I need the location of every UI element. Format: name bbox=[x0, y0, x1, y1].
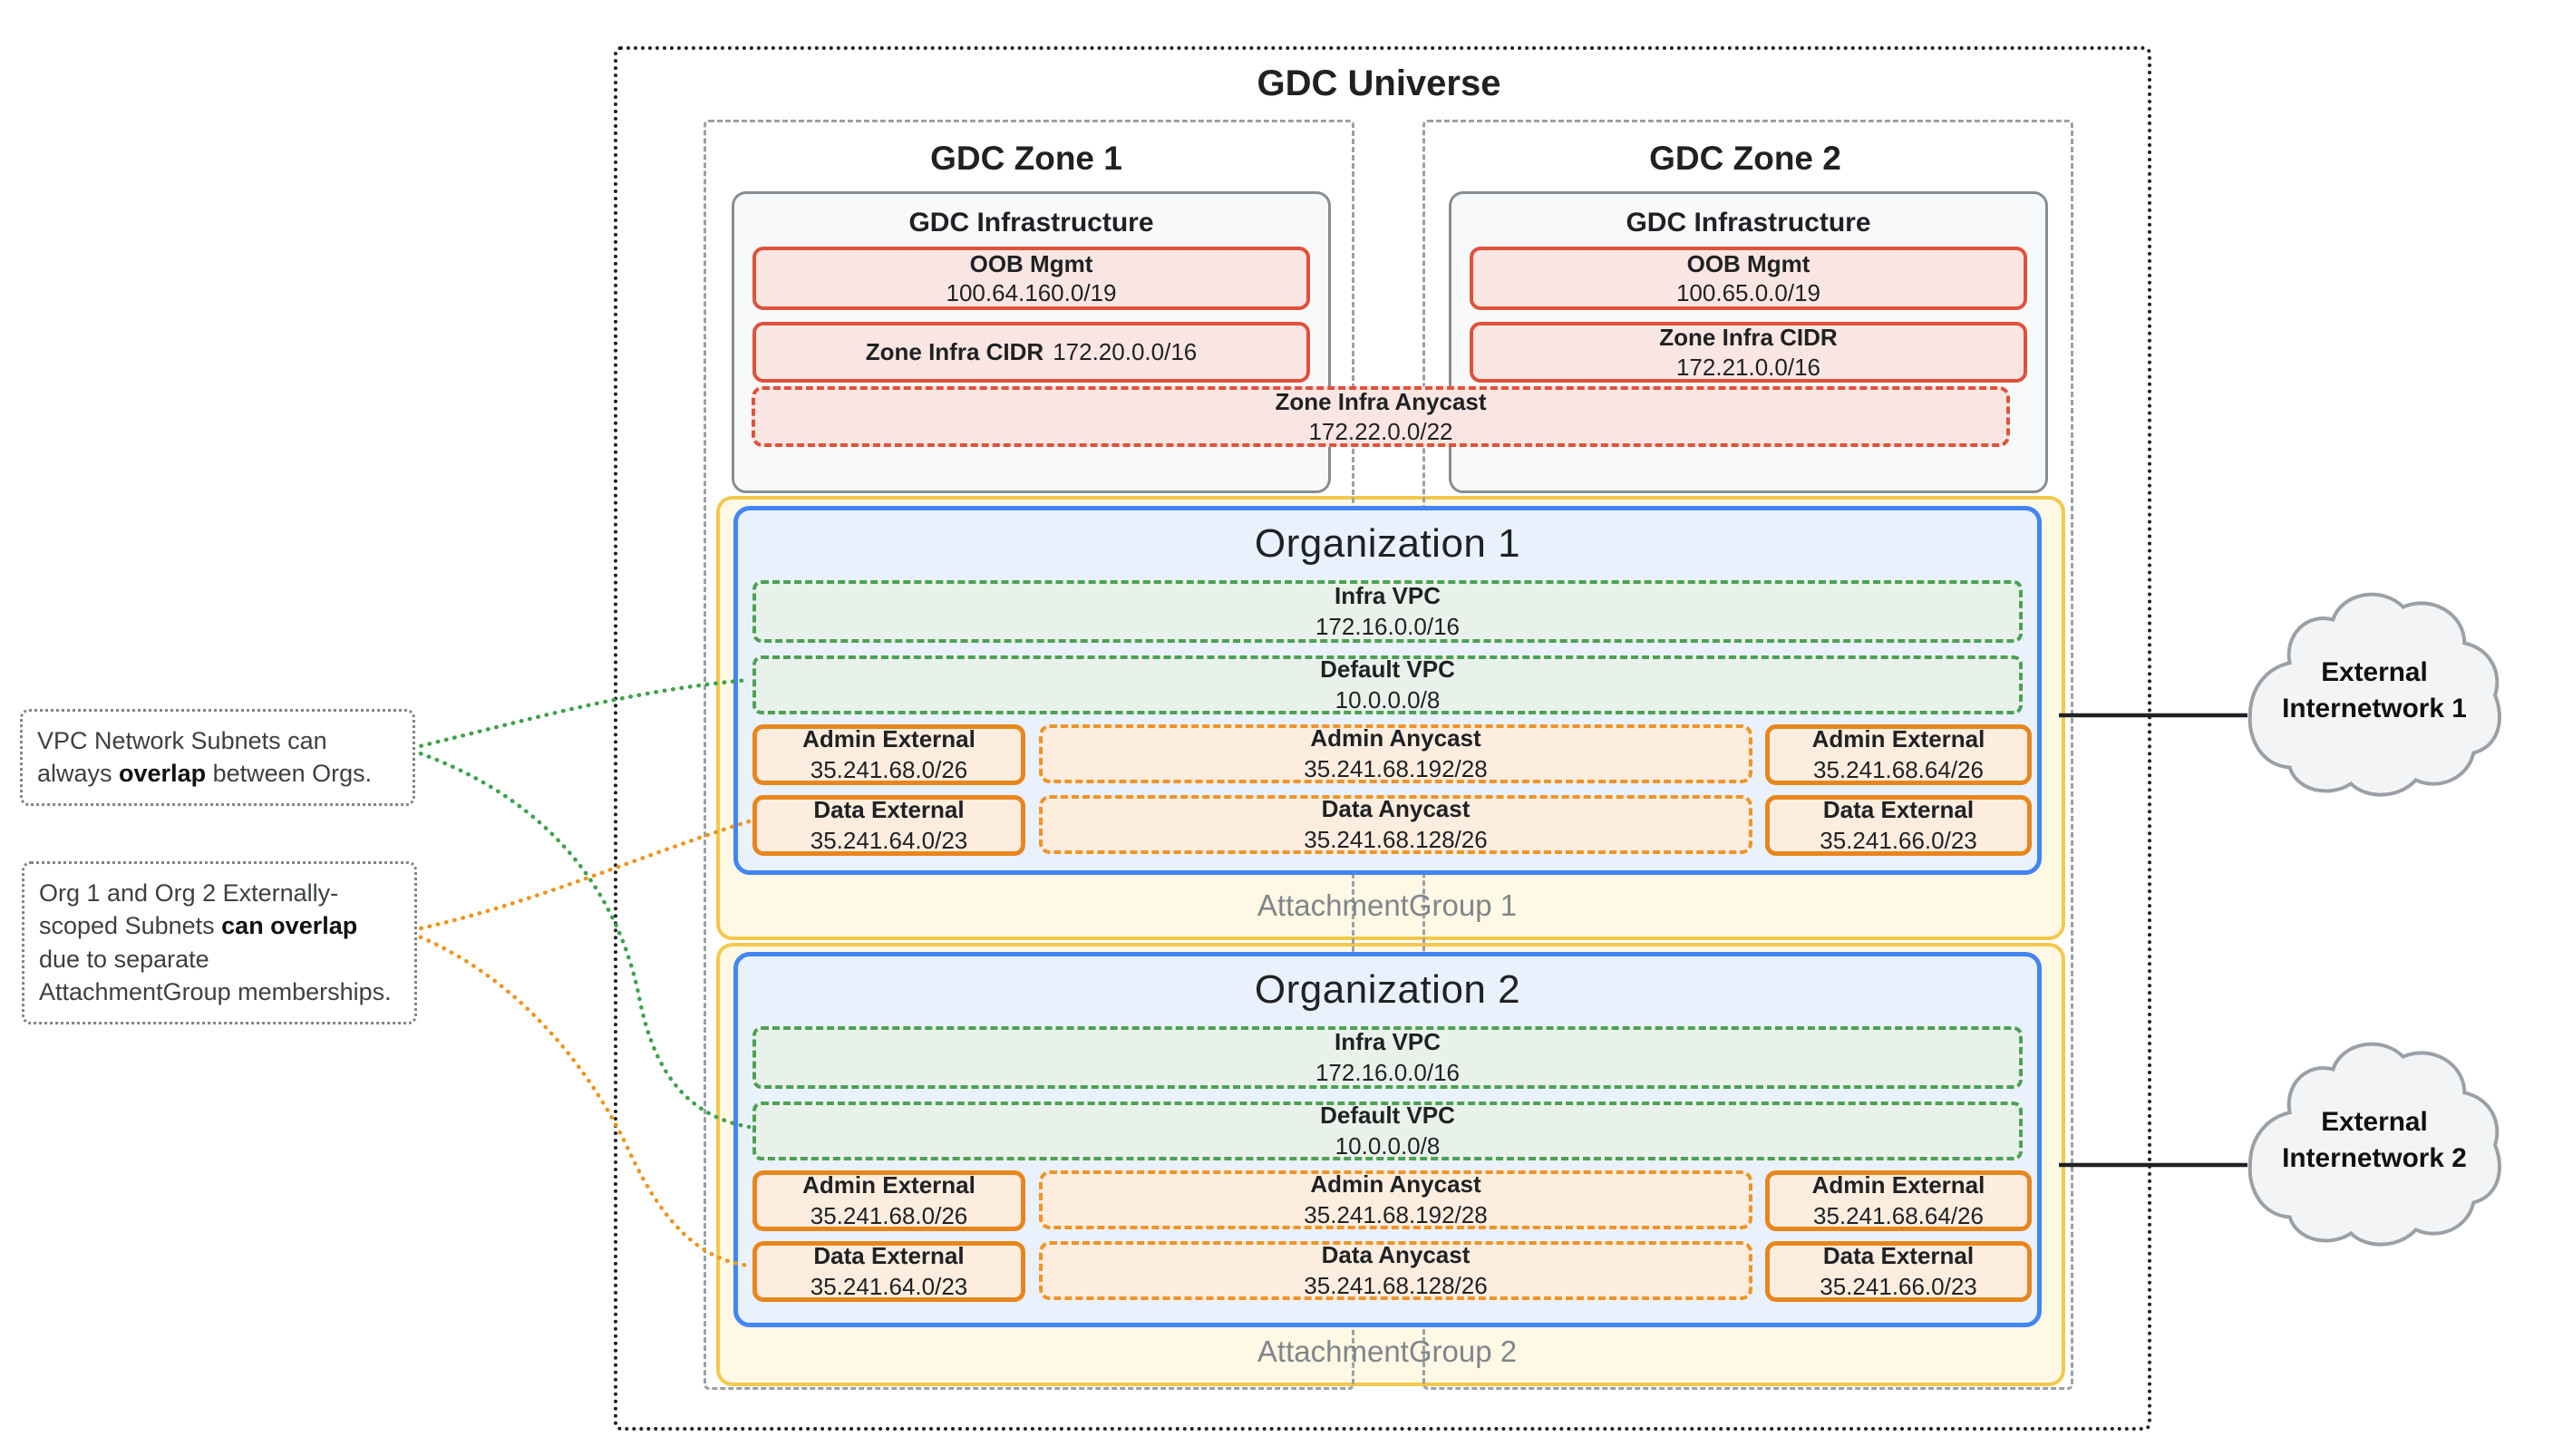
anycast-cidr: 172.22.0.0/22 bbox=[1308, 417, 1453, 445]
cloud-shape bbox=[2247, 1042, 2501, 1247]
subnet-label: Data External bbox=[813, 795, 965, 823]
subnet-cidr: 35.241.68.128/26 bbox=[1304, 1271, 1488, 1299]
subnet-cidr: 35.241.64.0/23 bbox=[810, 1272, 968, 1300]
note-text: due to separate AttachmentGroup membersh… bbox=[39, 945, 392, 1006]
attachment-group-1-label: AttachmentGroup 1 bbox=[1257, 888, 1518, 922]
zone-infra-cidr-zone1: Zone Infra CIDR 172.20.0.0/16 bbox=[752, 322, 1310, 383]
note-text: between Orgs. bbox=[206, 760, 373, 788]
vpc-cidr: 10.0.0.0/8 bbox=[1335, 685, 1441, 713]
anycast-label: Zone Infra Anycast bbox=[1275, 388, 1487, 415]
subnet-label: Admin Anycast bbox=[1310, 1170, 1481, 1198]
infrastructure-title: GDC Infrastructure bbox=[1626, 208, 1871, 238]
zone-infra-cidr-zone2: Zone Infra CIDR 172.21.0.0/16 bbox=[1470, 322, 2027, 383]
gdc-zone-1-title: GDC Zone 1 bbox=[930, 140, 1122, 177]
subnet-cidr: 35.241.68.192/28 bbox=[1304, 754, 1488, 782]
gdc-zone-2-title: GDC Zone 2 bbox=[1649, 140, 1841, 177]
subnet-cidr: 35.241.68.0/26 bbox=[810, 1201, 968, 1229]
oob-cidr: 100.64.160.0/19 bbox=[946, 279, 1117, 306]
vpc-cidr: 172.16.0.0/16 bbox=[1315, 1058, 1461, 1086]
vpc-label: Infra VPC bbox=[1334, 581, 1442, 609]
subnet-label: Data Anycast bbox=[1321, 794, 1471, 822]
subnet-cidr: 35.241.68.64/26 bbox=[1813, 1201, 1984, 1229]
subnet-cidr: 35.241.64.0/23 bbox=[810, 826, 968, 854]
oob-label: OOB Mgmt bbox=[1686, 249, 1810, 277]
zone-infra-cidr-label: Zone Infra CIDR bbox=[1659, 324, 1838, 351]
zone-infra-cidr-label: Zone Infra CIDR bbox=[865, 338, 1044, 366]
gdc-universe-title: GDC Universe bbox=[1257, 63, 1501, 103]
vpc-cidr: 10.0.0.0/8 bbox=[1335, 1131, 1441, 1160]
vpc-label: Default VPC bbox=[1320, 655, 1455, 683]
org2-default-vpc: Default VPC 10.0.0.0/8 bbox=[752, 1102, 2023, 1160]
oob-mgmt-zone2: OOB Mgmt 100.65.0.0/19 bbox=[1470, 247, 2027, 310]
attachment-group-2-label: AttachmentGroup 2 bbox=[1257, 1335, 1518, 1368]
subnet-cidr: 35.241.68.64/26 bbox=[1813, 755, 1984, 783]
org1-admin-external-right: Admin External 35.241.68.64/26 bbox=[1765, 724, 2032, 785]
zone-infra-cidr-value: 172.21.0.0/16 bbox=[1675, 353, 1821, 381]
subnet-label: Data External bbox=[1822, 1241, 1975, 1269]
org1-data-external-right: Data External 35.241.66.0/23 bbox=[1765, 795, 2032, 856]
note-bold-text: can overlap bbox=[221, 912, 358, 940]
subnet-label: Admin External bbox=[802, 724, 976, 752]
oob-mgmt-zone1: OOB Mgmt 100.64.160.0/19 bbox=[752, 247, 1310, 310]
subnet-cidr: 35.241.66.0/23 bbox=[1820, 1272, 1977, 1300]
org1-admin-external-left: Admin External 35.241.68.0/26 bbox=[752, 724, 1025, 785]
subnet-label: Data External bbox=[1822, 795, 1975, 823]
cloud-shape bbox=[2247, 592, 2501, 797]
org1-data-anycast: Data Anycast 35.241.68.128/26 bbox=[1039, 795, 1752, 854]
subnet-cidr: 35.241.68.0/26 bbox=[810, 755, 968, 783]
org2-data-external-left: Data External 35.241.64.0/23 bbox=[752, 1241, 1025, 1302]
org2-data-external-right: Data External 35.241.66.0/23 bbox=[1765, 1241, 2032, 1302]
subnet-label: Admin External bbox=[1811, 1170, 1985, 1199]
organization-2-box: Organization 2 Infra VPC 172.16.0.0/16 D… bbox=[733, 952, 2042, 1327]
oob-cidr: 100.65.0.0/19 bbox=[1675, 279, 1821, 306]
zone-infra-anycast-box: Zone Infra Anycast 172.22.0.0/22 bbox=[752, 386, 2010, 447]
org2-admin-anycast: Admin Anycast 35.241.68.192/28 bbox=[1039, 1170, 1752, 1229]
org1-infra-vpc: Infra VPC 172.16.0.0/16 bbox=[752, 580, 2023, 643]
org2-infra-vpc: Infra VPC 172.16.0.0/16 bbox=[752, 1026, 2023, 1089]
subnet-label: Admin External bbox=[802, 1170, 976, 1199]
subnet-label: Admin Anycast bbox=[1310, 723, 1481, 752]
gdc-infrastructure-zone1: GDC Infrastructure OOB Mgmt 100.64.160.0… bbox=[732, 191, 1331, 493]
org1-data-external-left: Data External 35.241.64.0/23 bbox=[752, 795, 1025, 856]
note-external-subnets-overlap: Org 1 and Org 2 Externally-scoped Subnet… bbox=[22, 861, 417, 1024]
vpc-label: Default VPC bbox=[1320, 1101, 1455, 1129]
zone-infra-cidr-value: 172.20.0.0/16 bbox=[1053, 338, 1198, 366]
oob-label: OOB Mgmt bbox=[969, 249, 1093, 277]
gdc-infrastructure-zone2: GDC Infrastructure OOB Mgmt 100.65.0.0/1… bbox=[1449, 191, 2048, 493]
subnet-label: Data Anycast bbox=[1321, 1240, 1471, 1268]
organization-1-title: Organization 1 bbox=[1254, 521, 1521, 566]
subnet-cidr: 35.241.66.0/23 bbox=[1820, 826, 1977, 854]
subnet-cidr: 35.241.68.128/26 bbox=[1304, 825, 1488, 853]
note-text: Org 1 and Org 2 Externally-scoped Subnet… bbox=[39, 879, 339, 940]
org2-data-anycast: Data Anycast 35.241.68.128/26 bbox=[1039, 1241, 1752, 1300]
organization-2-title: Organization 2 bbox=[1254, 967, 1521, 1012]
vpc-cidr: 172.16.0.0/16 bbox=[1315, 612, 1461, 640]
infrastructure-title: GDC Infrastructure bbox=[908, 208, 1154, 238]
org2-admin-external-right: Admin External 35.241.68.64/26 bbox=[1765, 1170, 2032, 1231]
subnet-cidr: 35.241.68.192/28 bbox=[1304, 1200, 1488, 1228]
vpc-label: Infra VPC bbox=[1334, 1027, 1442, 1055]
subnet-label: Data External bbox=[813, 1241, 965, 1269]
note-subnets-overlap: VPC Network Subnets can always overlap b… bbox=[20, 709, 415, 806]
organization-1-box: Organization 1 Infra VPC 172.16.0.0/16 D… bbox=[733, 506, 2042, 875]
org1-default-vpc: Default VPC 10.0.0.0/8 bbox=[752, 655, 2023, 714]
note-text: VPC Network Subnets can always bbox=[37, 727, 327, 788]
org2-admin-external-left: Admin External 35.241.68.0/26 bbox=[752, 1170, 1025, 1231]
note-bold-text: overlap bbox=[119, 760, 207, 788]
org1-admin-anycast: Admin Anycast 35.241.68.192/28 bbox=[1039, 724, 1752, 783]
subnet-label: Admin External bbox=[1811, 724, 1985, 752]
